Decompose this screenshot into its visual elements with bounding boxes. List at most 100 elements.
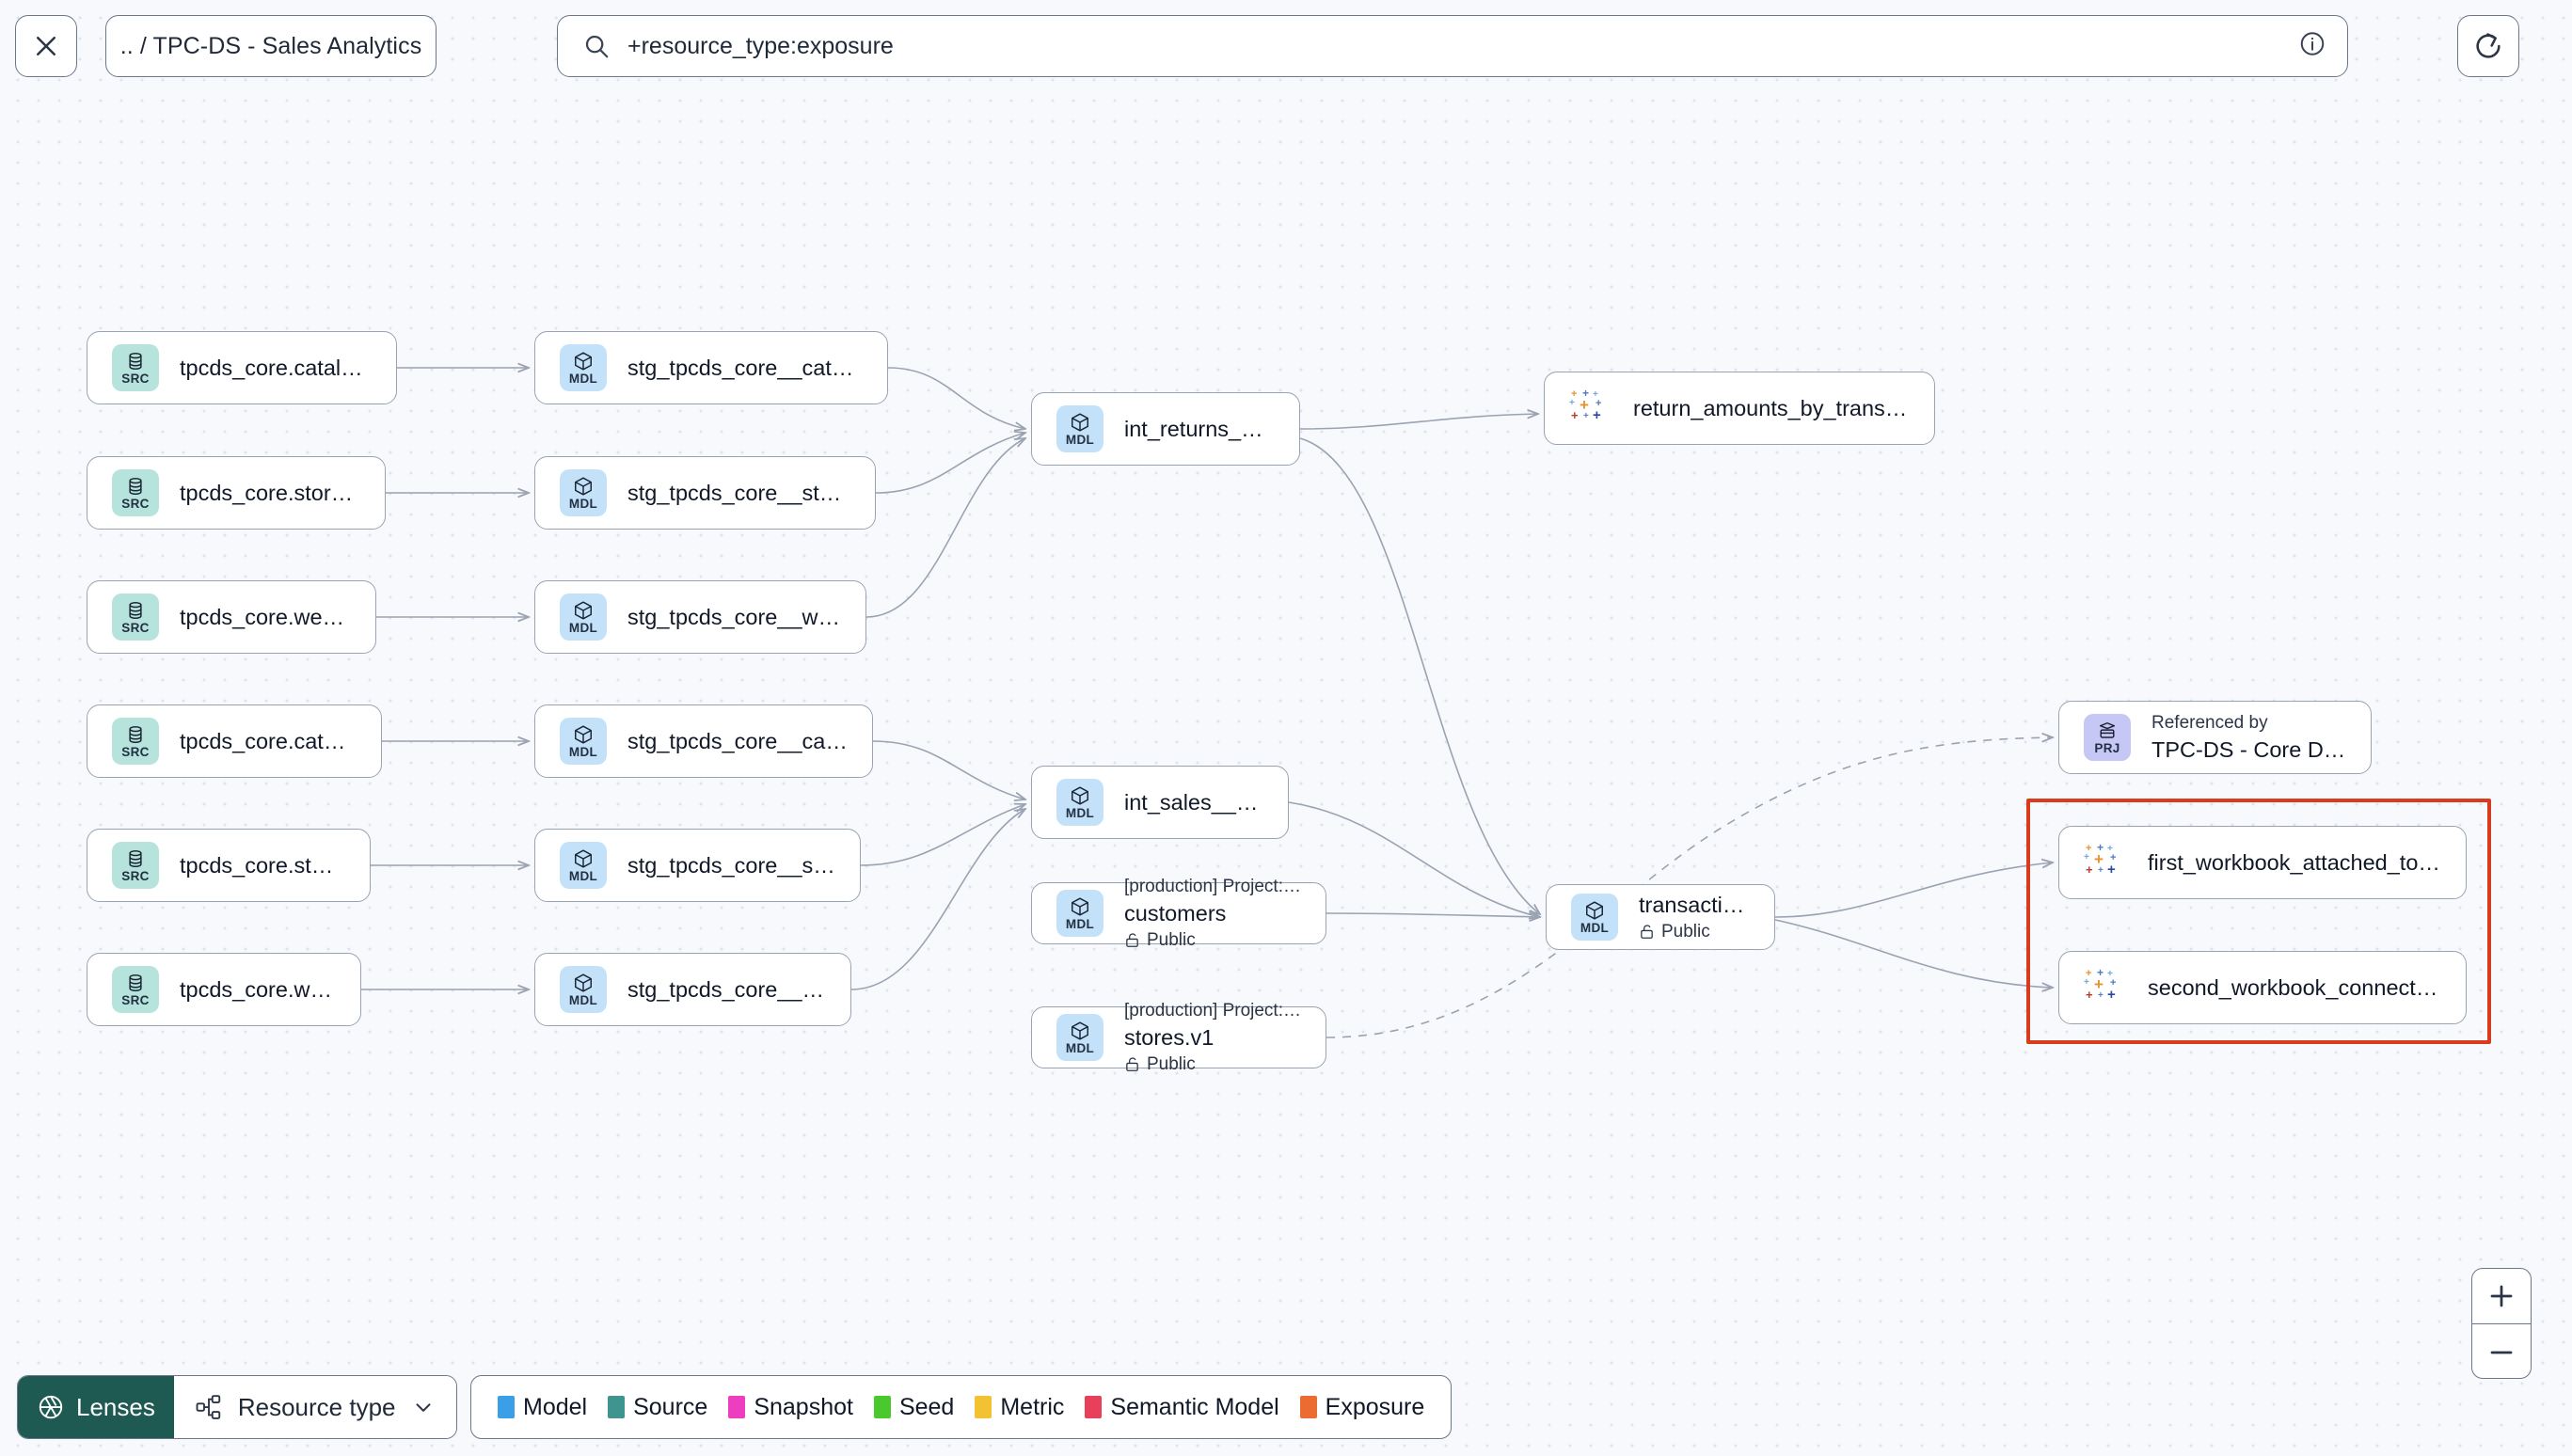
model-badge-icon: MDL <box>1056 890 1103 937</box>
exposure-icon: +++++++++ <box>1569 387 1602 423</box>
graph-node-referenced_by_project[interactable]: PRJ Referenced by TPC-DS - Core Data Model… <box>2058 701 2372 774</box>
close-icon <box>37 37 56 55</box>
graph-node-stg_web_returns[interactable]: MDL stg_tpcds_core__web_returns <box>534 580 866 654</box>
legend-item-metric[interactable]: Metric <box>975 1394 1064 1421</box>
node-visibility: Public <box>1124 930 1301 951</box>
source-badge-icon: SRC <box>112 966 159 1013</box>
zoom-controls <box>2471 1268 2532 1379</box>
node-title: int_sales__unioned <box>1124 789 1263 815</box>
node-subtitle: [production] Project: TPC-DS - Core Data… <box>1124 876 1301 896</box>
lenses-label: Lenses <box>76 1392 155 1421</box>
legend-swatch <box>1299 1396 1317 1418</box>
graph-node-second_workbook[interactable]: +++++++++ second_workbook_connected_to_li… <box>2058 951 2467 1024</box>
breadcrumb[interactable]: .. / TPC-DS - Sales Analytics <box>105 15 437 77</box>
node-title: stg_tpcds_core__catalog_sales <box>627 728 848 753</box>
graph-node-stg_store_returns[interactable]: MDL stg_tpcds_core__store_returns <box>534 456 876 530</box>
legend-label: Model <box>523 1393 588 1420</box>
graph-node-src_catalog_returns[interactable]: SRC tpcds_core.catalog_returns <box>87 331 397 404</box>
refresh-icon <box>2476 33 2501 58</box>
legend-swatch <box>1085 1396 1103 1418</box>
chevron-down-icon <box>415 1403 431 1412</box>
node-subtitle: Referenced by <box>2151 712 2268 733</box>
zoom-in-button[interactable] <box>2472 1269 2531 1324</box>
node-title: int_returns__unioned <box>1124 416 1275 441</box>
graph-node-first_workbook[interactable]: +++++++++first_workbook_attached_to_tpc-… <box>2058 826 2467 899</box>
graph-node-return_amounts_by_transaction_type[interactable]: +++++++++return_amounts_by_transaction_t… <box>1544 372 1935 445</box>
graph-node-src_store_returns[interactable]: SRC tpcds_core.store_returns <box>87 456 386 530</box>
node-title: stg_tpcds_core__catalog_returns <box>627 355 863 380</box>
graph-node-src_catalog_sales[interactable]: SRC tpcds_core.catalog_sales <box>87 704 382 778</box>
legend-label: Semantic Model <box>1110 1393 1279 1420</box>
graph-node-stores_v1[interactable]: MDL [production] Project: TPC-DS - Core D… <box>1031 1001 1326 1074</box>
resource-type-dropdown[interactable]: Resource type <box>173 1376 456 1438</box>
legend-swatch <box>728 1396 746 1418</box>
graph-node-customers[interactable]: MDL [production] Project: TPC-DS - Core D… <box>1031 877 1326 950</box>
node-title: tpcds_core.web_sales <box>180 976 336 1002</box>
node-title: stg_tpcds_core__web_sales <box>627 976 826 1002</box>
graph-node-int_sales_unioned[interactable]: MDL int_sales__unioned <box>1031 766 1289 839</box>
refresh-button[interactable] <box>2457 15 2519 77</box>
model-badge-icon: MDL <box>1056 1014 1103 1061</box>
info-icon[interactable] <box>2298 30 2326 63</box>
node-title: stg_tpcds_core__store_returns <box>627 480 850 505</box>
node-subtitle: [production] Project: TPC-DS - Core Data… <box>1124 1000 1301 1021</box>
legend-label: Snapshot <box>754 1393 853 1420</box>
resource-type-label: Resource type <box>237 1392 396 1421</box>
node-title: first_workbook_attached_to_tpc-ds_-_… <box>2148 849 2441 875</box>
model-badge-icon: MDL <box>560 469 607 516</box>
legend-item-seed[interactable]: Seed <box>873 1394 954 1421</box>
legend-label: Exposure <box>1325 1393 1425 1420</box>
node-title: second_workbook_connected_to_live… <box>2148 974 2441 1000</box>
node-title: tpcds_core.store_returns <box>180 480 360 505</box>
graph-node-src_web_sales[interactable]: SRC tpcds_core.web_sales <box>87 953 361 1026</box>
search-bar[interactable] <box>557 15 2348 77</box>
node-title: customers <box>1124 900 1227 926</box>
lenses-control-group: Lenses Resource type <box>17 1375 457 1439</box>
legend-label: Metric <box>1000 1393 1065 1420</box>
node-visibility: Public <box>1639 922 1750 942</box>
source-badge-icon: SRC <box>112 469 159 516</box>
model-badge-icon: MDL <box>560 593 607 641</box>
legend-swatch <box>608 1396 626 1418</box>
lenses-button[interactable]: Lenses <box>18 1376 174 1438</box>
legend-swatch <box>498 1396 515 1418</box>
node-title: TPC-DS - Core Data Models <box>2151 736 2346 762</box>
node-title: stores.v1 <box>1124 1024 1215 1050</box>
plus-icon <box>2490 1285 2513 1307</box>
legend-item-semantic-model[interactable]: Semantic Model <box>1085 1393 1279 1421</box>
node-title: tpcds_core.catalog_returns <box>180 355 372 380</box>
legend-item-snapshot[interactable]: Snapshot <box>728 1394 853 1421</box>
source-badge-icon: SRC <box>112 718 159 765</box>
node-visibility: Public <box>1124 1054 1301 1075</box>
node-title: tpcds_core.catalog_sales <box>180 728 357 753</box>
exposure-icon: +++++++++ <box>2084 966 2117 1003</box>
legend-swatch <box>873 1396 891 1418</box>
legend-item-exposure[interactable]: Exposure <box>1299 1393 1425 1421</box>
node-title: stg_tpcds_core__web_returns <box>627 604 841 629</box>
legend-item-source[interactable]: Source <box>608 1394 707 1421</box>
project-badge-icon: PRJ <box>2084 714 2131 761</box>
legend-item-model[interactable]: Model <box>498 1394 587 1421</box>
node-title: tpcds_core.store_sales <box>180 852 345 878</box>
node-title: tpcds_core.web_returns <box>180 604 351 629</box>
breadcrumb-label: .. / TPC-DS - Sales Analytics <box>119 32 422 59</box>
aperture-icon <box>39 1395 63 1419</box>
nodes-icon <box>196 1395 221 1419</box>
node-title: stg_tpcds_core__store_sales <box>627 852 835 878</box>
search-input[interactable] <box>627 16 2323 76</box>
zoom-out-button[interactable] <box>2472 1324 2531 1378</box>
close-button[interactable] <box>15 15 77 77</box>
top-toolbar: .. / TPC-DS - Sales Analytics <box>0 0 2572 109</box>
model-badge-icon: MDL <box>1056 779 1103 826</box>
source-badge-icon: SRC <box>112 344 159 391</box>
